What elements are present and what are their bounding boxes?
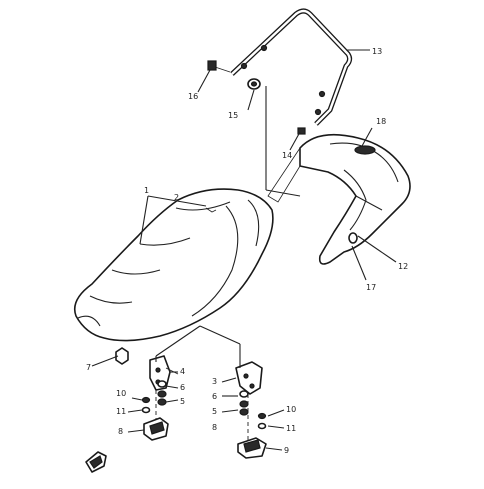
callout-11b: 11 <box>286 424 296 433</box>
seat <box>73 188 274 342</box>
callout-labels: 1 2 3 4 5 5 6 6 7 8 8 9 10 10 11 11 12 1… <box>86 47 408 455</box>
callout-7: 7 <box>86 363 91 372</box>
callout-4: 4 <box>180 367 185 376</box>
bolt-16 <box>207 60 231 73</box>
callout-10b: 10 <box>286 405 296 414</box>
callout-8a: 8 <box>118 427 123 436</box>
nut-7 <box>115 347 129 365</box>
latch-8 <box>143 417 169 441</box>
callout-18: 18 <box>376 117 386 126</box>
washers-10-11 <box>141 396 267 430</box>
callout-6a: 6 <box>180 383 185 392</box>
callout-5a: 5 <box>180 397 185 406</box>
tail-cowl <box>267 133 411 265</box>
grab-rail <box>230 8 353 126</box>
callout-8b: 8 <box>212 423 217 432</box>
callout-2: 2 <box>174 193 179 202</box>
callout-6b: 6 <box>212 392 217 401</box>
callout-1: 1 <box>144 186 149 195</box>
nut-15 <box>247 78 261 90</box>
callout-10a: 10 <box>116 389 126 398</box>
callout-12: 12 <box>398 262 408 271</box>
callout-16: 16 <box>188 92 198 101</box>
callout-17: 17 <box>366 283 376 292</box>
callout-3: 3 <box>212 377 217 386</box>
callout-5b: 5 <box>212 407 217 416</box>
callout-15: 15 <box>228 111 238 120</box>
callout-14: 14 <box>282 151 292 160</box>
callout-13: 13 <box>372 47 382 56</box>
washers-left <box>157 380 167 406</box>
latch-9 <box>237 437 267 459</box>
hinge-bracket-3 <box>235 361 263 395</box>
washers-right <box>239 390 249 416</box>
bolt-14 <box>297 127 306 135</box>
lock-piece <box>85 451 107 473</box>
callout-9: 9 <box>284 446 289 455</box>
leader-lines <box>91 49 397 451</box>
callout-11a: 11 <box>116 407 126 416</box>
